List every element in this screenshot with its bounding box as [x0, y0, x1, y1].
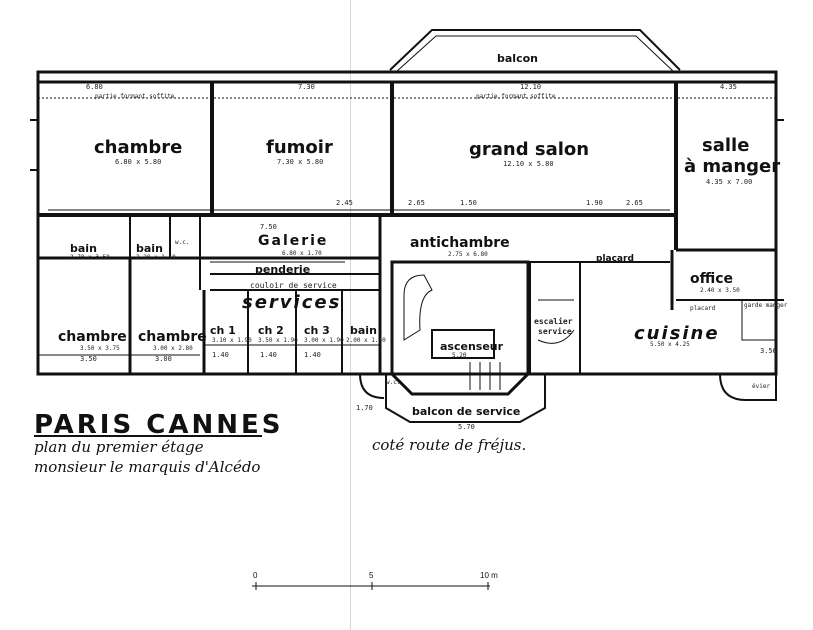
- antichambre-dims: 2.75 x 6.80: [448, 251, 488, 258]
- wc-2-label: w.c.: [386, 379, 401, 386]
- dim-mid-2: 2.65: [408, 199, 425, 207]
- ascenseur-label: ascenseur: [440, 340, 504, 353]
- dim-top-1: 6.80: [86, 83, 103, 91]
- balcon-service-label: balcon de service: [412, 405, 521, 418]
- evier-label: évier: [752, 383, 771, 390]
- balcon-label: balcon: [497, 52, 538, 65]
- street-label: coté route de fréjus.: [372, 436, 527, 454]
- balcon-service-outline: [385, 373, 546, 423]
- salle-dims: 4.35 x 7.00: [706, 178, 753, 186]
- chambre-3-label: chambre: [138, 329, 207, 345]
- ch-3-label: ch 3: [304, 324, 330, 337]
- balcon-outline-inner: [395, 35, 675, 73]
- antichambre-label: antichambre: [410, 235, 510, 251]
- dim-bottom-1: 3.50: [80, 355, 97, 363]
- scale-start: 0: [253, 571, 258, 580]
- dim-bottom-4: 1.40: [260, 351, 277, 359]
- galerie-label: Galerie: [258, 233, 329, 249]
- bain-2-dims: 2.20 x 1.50: [136, 254, 176, 261]
- placard-2-label: placard: [690, 305, 716, 312]
- couloir-label: couloir de service: [250, 281, 337, 290]
- services-label: services: [242, 292, 342, 313]
- title-plan: plan du premier étage: [34, 438, 204, 456]
- dim-mid-3: 1.50: [460, 199, 477, 207]
- dim-r2: 3.56: [760, 347, 777, 355]
- bain-2-label: bain: [136, 242, 163, 255]
- bain-1-label: bain: [70, 242, 97, 255]
- dim-top-4: 4.35: [720, 83, 737, 91]
- page-fold-line: [350, 0, 351, 630]
- escalier-label: escalier: [534, 317, 573, 326]
- dim-bottom-3: 1.40: [212, 351, 229, 359]
- bain-3-dims: 2.00 x 1.40: [346, 337, 386, 344]
- wc-label: w.c.: [175, 239, 190, 246]
- main-stair: [403, 274, 433, 341]
- ch-2-label: ch 2: [258, 324, 284, 337]
- chambre-dims: 6.80 x 5.80: [115, 158, 162, 166]
- grand-salon-dims: 12.10 x 5.80: [503, 160, 554, 168]
- dim-mid-5: 2.65: [626, 199, 643, 207]
- garde-manger-label: garde manger: [744, 302, 788, 309]
- grand-salon-label: grand salon: [469, 139, 590, 160]
- ascenseur-box: [431, 329, 495, 359]
- office-label: office: [690, 271, 734, 287]
- salle-label: salle: [702, 135, 750, 156]
- dim-mid-4: 1.90: [586, 199, 603, 207]
- dim-r1: 1.70: [356, 404, 373, 412]
- service-stair-hall: [529, 261, 581, 375]
- galerie-dims: 6.80 x 1.70: [282, 250, 322, 257]
- balcon-outline: [389, 29, 681, 71]
- dim-mid-1: 2.45: [336, 199, 353, 207]
- scale-end: 10 m: [480, 571, 498, 580]
- ch-2-dims: 3.50 x 1.90: [258, 337, 298, 344]
- title-owner: monsieur le marquis d'Alcédo: [34, 458, 261, 476]
- chambre-2-label: chambre: [58, 329, 127, 345]
- ch-1-label: ch 1: [210, 324, 236, 337]
- ch-1-dims: 3.10 x 1.90: [212, 337, 252, 344]
- title-paris-cannes: PARIS CANNES: [34, 410, 284, 440]
- dim-balcon-bottom: 5.70: [458, 423, 475, 431]
- chambre-2-dims: 3.50 x 3.75: [80, 345, 120, 352]
- garde-manger-box: [741, 299, 777, 341]
- service-label: service: [538, 327, 572, 336]
- office-dims: 2.40 x 3.50: [700, 287, 740, 294]
- dim-top-3: 12.10: [520, 83, 542, 91]
- chambre-label: chambre: [94, 137, 183, 158]
- dim-bottom-5: 1.40: [304, 351, 321, 359]
- ch-3-dims: 3.00 x 1.90: [304, 337, 344, 344]
- fumoir-label: fumoir: [266, 137, 333, 158]
- dim-bottom-2: 3.00: [155, 355, 172, 363]
- soffite-note-1: partie formant soffite: [95, 93, 175, 100]
- placard-label: placard: [596, 254, 634, 264]
- bain-3-label: bain: [350, 324, 377, 337]
- dim-top-2: 7.30: [298, 83, 315, 91]
- soffite-note-2: partie formant soffite: [476, 93, 556, 100]
- dim-galerie: 7.50: [260, 223, 277, 231]
- scale-mid: 5: [369, 571, 374, 580]
- chambre-3-dims: 3.00 x 2.80: [153, 345, 193, 352]
- ascenseur-dims: 5.20: [452, 352, 467, 359]
- cuisine-label: cuisine: [634, 323, 720, 344]
- bain-1-dims: 2.70 x 3.50: [70, 254, 110, 261]
- fumoir-dims: 7.30 x 5.80: [277, 158, 324, 166]
- penderie-label: penderie: [255, 263, 311, 276]
- a-manger-label: à manger: [684, 156, 781, 177]
- cuisine-dims: 5.50 x 4.25: [650, 341, 690, 348]
